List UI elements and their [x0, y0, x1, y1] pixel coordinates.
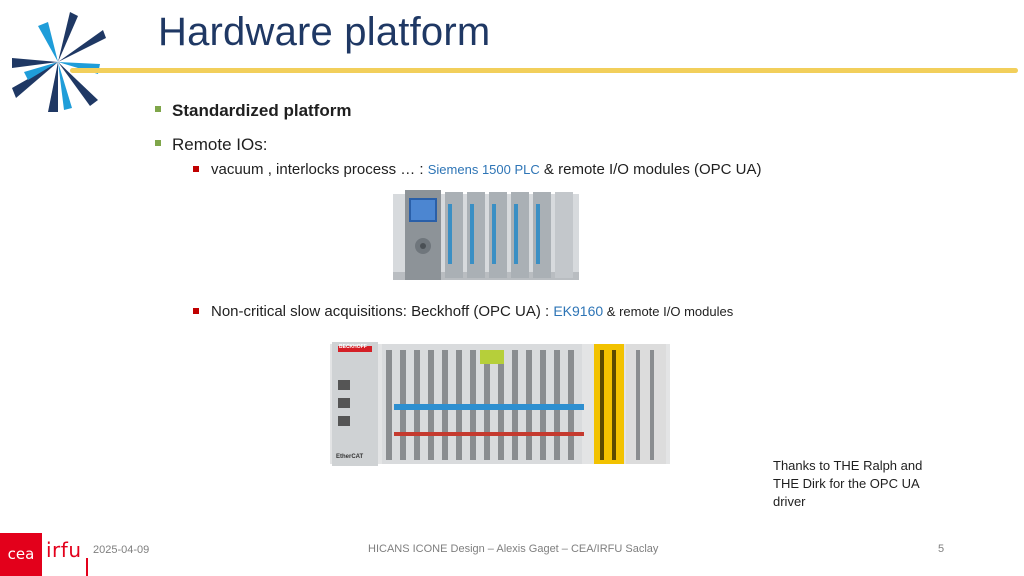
- irfu-logo-bar: [86, 558, 88, 576]
- bullet-marker: [155, 140, 161, 146]
- bullet-marker: [193, 308, 199, 314]
- siemens-plc-link[interactable]: Siemens 1500 PLC: [427, 162, 540, 177]
- bullet-beckhoff-line: Non-critical slow acquisitions: Beckhoff…: [211, 303, 733, 320]
- title-underline: [70, 68, 1018, 73]
- footer-date: 2025-04-09: [93, 544, 150, 556]
- slide-title: Hardware platform: [158, 10, 491, 54]
- beckhoff-brand-label: BECKHOFF: [339, 344, 367, 350]
- irfu-starburst-logo: [12, 12, 106, 112]
- bullet-marker: [193, 166, 199, 172]
- plc-line-prefix: vacuum , interlocks process … :: [211, 161, 428, 178]
- beckhoff-ek9160-image: [330, 342, 670, 466]
- bullet-standardized-platform: Standardized platform: [172, 101, 352, 120]
- ethercat-label: EtherCAT: [336, 454, 364, 460]
- cea-logo: cea: [0, 533, 42, 576]
- irfu-logo: irfu: [46, 538, 82, 562]
- bullet-remote-ios: Remote IOs:: [172, 135, 268, 154]
- beckhoff-line-suffix: & remote I/O modules: [603, 304, 734, 319]
- ek9160-link[interactable]: EK9160: [553, 303, 604, 319]
- footer-title: HICANS ICONE Design – Alexis Gaget – CEA…: [368, 543, 659, 555]
- bullet-marker: [155, 106, 161, 112]
- bullet-plc-line: vacuum , interlocks process … : Siemens …: [211, 161, 762, 178]
- page-number: 5: [938, 543, 945, 555]
- beckhoff-line-prefix: Non-critical slow acquisitions: Beckhoff…: [211, 303, 554, 320]
- acknowledgement-note: Thanks to THE Ralph and THE Dirk for the…: [773, 458, 923, 509]
- plc-line-suffix: & remote I/O modules (OPC UA): [539, 161, 762, 178]
- siemens-plc-image: [393, 190, 579, 280]
